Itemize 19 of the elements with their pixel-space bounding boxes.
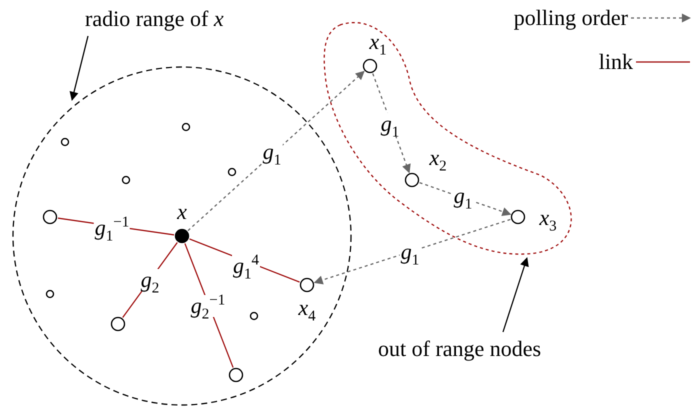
arrow [419,182,512,216]
arrow [314,218,511,284]
edge-label: g$_{1}$ [380,113,400,135]
legend-label: polling order [514,7,628,29]
arrow [372,73,411,174]
arrow [188,70,365,232]
node-label: x [177,201,187,223]
annotation-text: out of range nodes [378,336,542,361]
leader-arrow [502,257,529,332]
annotation-text: radio range of x [85,6,224,31]
edge-label: g$_{1}$ [262,141,282,163]
node-label: x$_{2}$ [429,147,447,169]
leader-arrow [70,36,89,101]
link-line [122,242,178,318]
node-label: x$_{1}$ [369,31,387,53]
legend-label: link [598,51,633,73]
edge-label: g$_{2}$ [140,269,160,291]
node-label: x$_{3}$ [539,207,557,229]
node-label: x$_{4}$ [298,297,316,319]
